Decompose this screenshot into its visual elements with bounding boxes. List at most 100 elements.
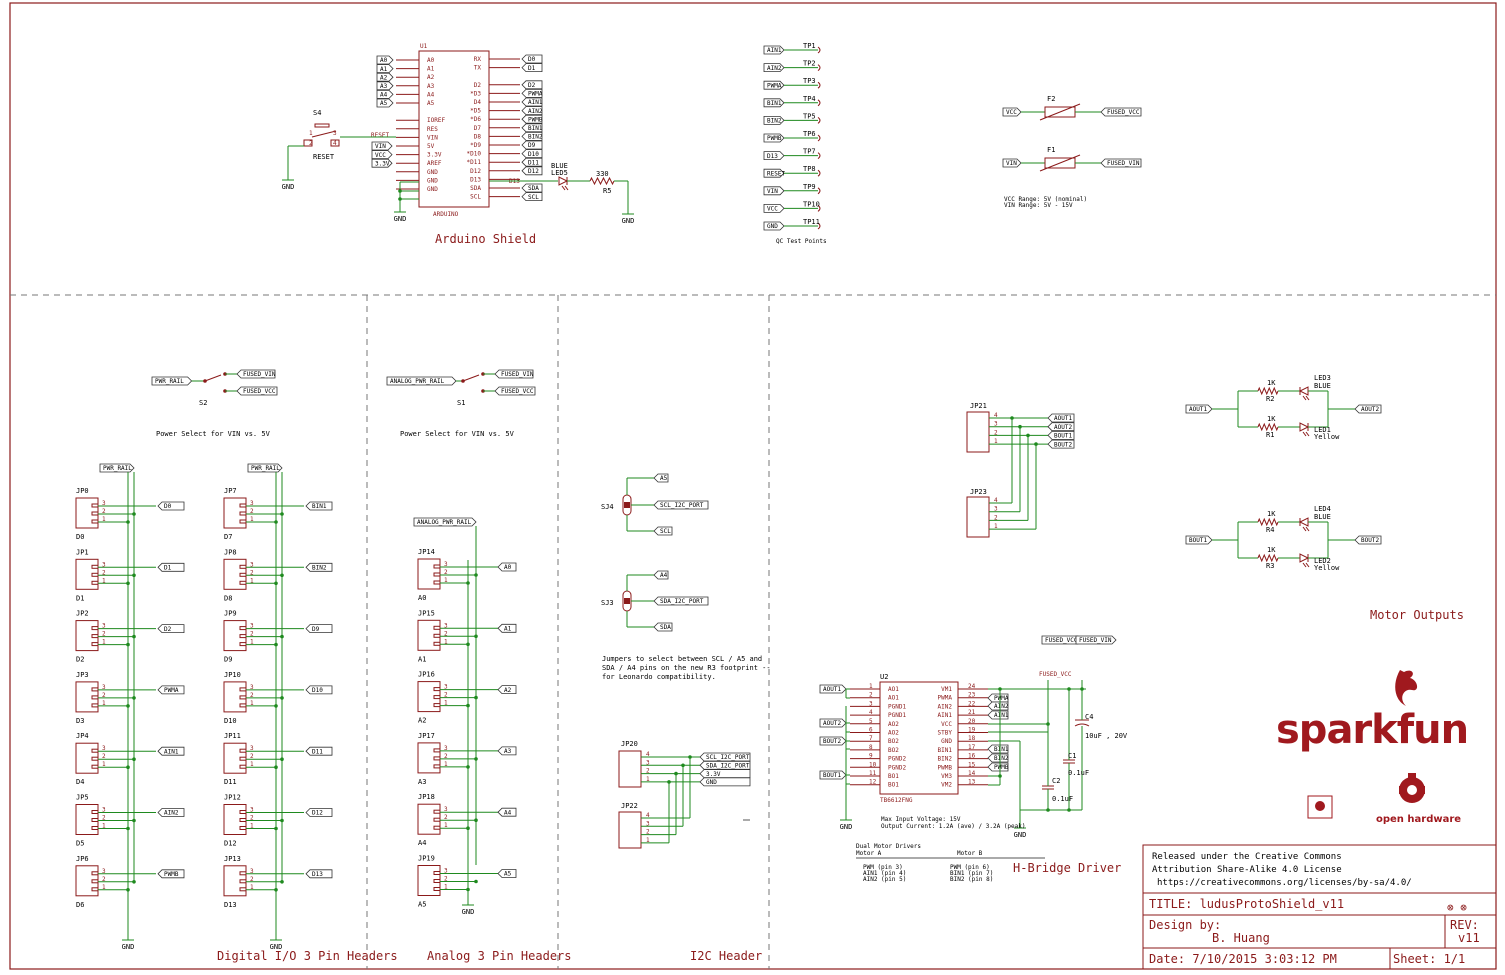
- c4-ref: C4: [1085, 713, 1093, 721]
- header-pin-label: A4: [418, 839, 426, 847]
- junction-dot: [688, 755, 692, 759]
- pin-header: 321: [75, 497, 106, 529]
- header-pin: [91, 695, 99, 700]
- net-label: PWMB: [157, 869, 185, 879]
- pin-number: 2: [250, 631, 254, 638]
- net-label-box: [371, 150, 393, 160]
- net-label: FUSED_VCC: [494, 386, 536, 396]
- u2-right-pin: STBY: [938, 730, 953, 737]
- junction-dot: [466, 581, 470, 585]
- net-label-text: AOUT2: [1361, 406, 1379, 413]
- gnd-label: GND: [122, 943, 135, 951]
- pin-number: 1: [102, 884, 106, 891]
- net-label-box: [521, 131, 543, 141]
- junction-dot: [132, 880, 136, 884]
- tp-caption: QC Test Points: [776, 238, 827, 245]
- net-label-box: [763, 168, 785, 178]
- header-pin: [91, 564, 99, 569]
- net-label-text: AIN2: [164, 810, 179, 817]
- arduino-left-pin: GND: [427, 177, 438, 184]
- led-body: [1299, 422, 1310, 432]
- section-title-digital: Digital I/O 3 Pin Headers: [217, 949, 398, 963]
- pin-number: 2: [444, 876, 448, 883]
- pin-number: 3: [444, 622, 448, 629]
- net-label: D2: [521, 80, 543, 90]
- header-pin: [239, 826, 247, 830]
- net-label: GND: [763, 221, 785, 231]
- pin-number: 1: [444, 577, 448, 584]
- pin-number: 3: [250, 868, 254, 875]
- arduino-left-pin: RES: [427, 126, 438, 133]
- net-label-box: [521, 89, 543, 98]
- net-label-box: [699, 769, 751, 778]
- arduino-right-pin: D12: [470, 168, 481, 175]
- junction-dot: [280, 512, 284, 516]
- header-ref: JP2: [76, 610, 89, 618]
- resistor-value: 1K: [1267, 546, 1276, 554]
- pin-number: 3: [444, 561, 448, 568]
- net-label: FUSED_VIN: [1075, 635, 1117, 645]
- header-pin: [91, 687, 99, 692]
- header-pin: [433, 703, 441, 708]
- arduino-left-pin: A4: [427, 91, 435, 98]
- pin-number: 2: [102, 876, 106, 883]
- pin-number: 2: [994, 429, 998, 436]
- pin-number: 1: [444, 822, 448, 829]
- header-pin: [239, 756, 247, 761]
- net-label: BIN1: [987, 744, 1009, 754]
- pin-number: 2: [250, 815, 254, 822]
- net-label-box: [763, 80, 785, 90]
- net-label-text: GND: [767, 223, 778, 230]
- header-pin-label: A3: [418, 778, 426, 786]
- pin-number: 24: [968, 683, 976, 690]
- junction-dot: [280, 818, 284, 823]
- net-label-text: A1: [380, 66, 388, 73]
- net-label-text: AOUT1: [823, 686, 841, 693]
- header-ref: JP15: [418, 609, 435, 617]
- pin-number: 3: [646, 820, 650, 827]
- pin-number: 4: [646, 812, 650, 819]
- pin-number: 1: [646, 837, 650, 844]
- net-label-box: [1002, 158, 1022, 168]
- net-label: A5: [376, 98, 394, 108]
- header-pin: [239, 810, 247, 814]
- net-label: BIN1: [305, 501, 333, 511]
- arduino-right-pin: *D10: [467, 151, 482, 158]
- net-label-text: A3: [504, 748, 512, 755]
- pin-number: 23: [968, 692, 976, 699]
- header-pin: [91, 642, 99, 647]
- designer-name: B. Huang: [1212, 931, 1270, 945]
- header-pin: [239, 634, 247, 639]
- net-label-box: [763, 45, 785, 55]
- net-label-box: [699, 760, 751, 770]
- net-label-box: [521, 149, 543, 159]
- license-line-1: Released under the Creative Commons: [1152, 852, 1342, 862]
- net-label-text: A2: [504, 687, 512, 694]
- led-color: Yellow: [1314, 564, 1340, 572]
- header-pin: [433, 879, 441, 883]
- sparkfun-logo: sparkfun: [1276, 670, 1469, 753]
- pin-number: 3: [102, 745, 106, 752]
- junction-dot: [474, 634, 478, 639]
- junction-dot: [474, 695, 478, 700]
- u2-left-pin: PGND2: [888, 756, 906, 763]
- net-label: PWMB: [987, 762, 1009, 772]
- header-ref: JP10: [224, 671, 241, 679]
- net-label-text: BOUT2: [823, 738, 841, 745]
- pin-number: 3: [250, 561, 254, 568]
- net-label-text: BIN2: [528, 134, 543, 141]
- led-ray: [1305, 431, 1310, 437]
- net-label: PWR_RAIL: [99, 463, 135, 473]
- arduino-left-pin: 3.3V: [427, 152, 442, 159]
- r5-ref: R5: [603, 187, 611, 195]
- led-symbol: [1298, 386, 1310, 401]
- net-label: D13: [305, 869, 333, 879]
- header-ref: JP1: [76, 548, 89, 556]
- net-label-box: [987, 693, 1009, 703]
- title-text: TITLE: ludusProtoShield_v11: [1149, 897, 1344, 911]
- header-ref: JP14: [418, 548, 435, 556]
- net-label: SDA: [521, 183, 543, 193]
- header-ref: JP11: [224, 732, 241, 740]
- net-label-box: [1047, 439, 1075, 449]
- arduino-right-pin: D2: [474, 82, 482, 89]
